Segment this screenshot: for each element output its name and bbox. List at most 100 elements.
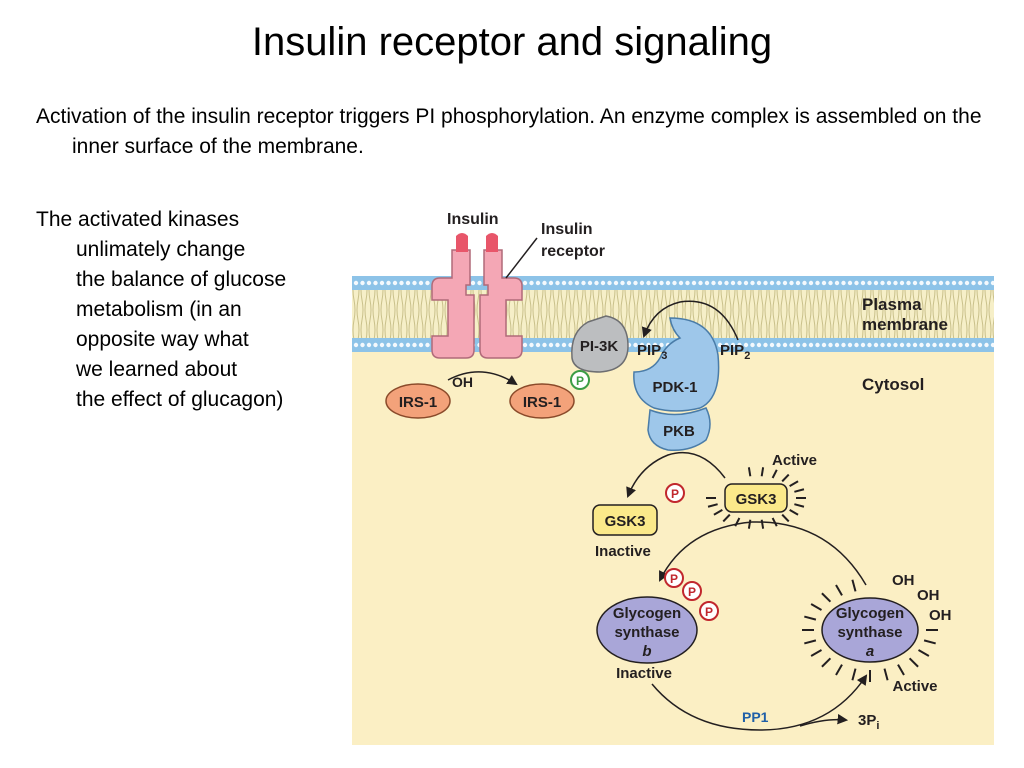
membrane-dot — [756, 342, 762, 348]
irs1-label-left: IRS-1 — [399, 394, 437, 411]
membrane-dot — [951, 280, 957, 286]
insulin-receptor-shape — [431, 233, 523, 359]
membrane-dot — [685, 280, 690, 286]
membrane-dot — [412, 280, 417, 286]
gsk3-inactive-box — [592, 504, 658, 536]
membrane-dot — [925, 342, 931, 348]
membrane-dot — [743, 280, 749, 286]
membrane-dot — [802, 280, 807, 286]
membrane-dot — [535, 280, 541, 286]
activity-ray — [781, 473, 790, 483]
gs-oh-1: OH — [892, 572, 915, 589]
membrane-dot — [808, 280, 814, 286]
glycogen-synthase-b — [596, 596, 698, 664]
activity-ray — [771, 517, 778, 527]
membrane-dot — [652, 342, 658, 348]
glycogen-synthase-a-form: a — [866, 643, 874, 660]
membrane-dot — [945, 342, 950, 348]
membrane-dot — [730, 280, 736, 286]
membrane-dot — [841, 280, 846, 286]
membrane-dot — [802, 342, 807, 348]
membrane-dot — [977, 280, 983, 286]
activity-ray — [883, 668, 889, 681]
membrane-dot — [945, 280, 950, 286]
membrane-dot — [893, 280, 898, 286]
membrane-dot — [938, 280, 944, 286]
membrane-dot — [659, 280, 664, 286]
membrane-dot — [633, 280, 638, 286]
membrane-dot — [964, 280, 970, 286]
membrane-dot — [639, 280, 645, 286]
membrane-dot — [925, 280, 931, 286]
membrane-dot — [360, 280, 365, 286]
side-line-4: opposite way what — [76, 328, 249, 351]
glycogen-synthase-a-label-2: synthase — [837, 624, 902, 641]
membrane-dot — [529, 280, 534, 286]
membrane-dot — [847, 280, 853, 286]
glycogen-synthase-b-form: b — [642, 643, 651, 660]
membrane-dot — [932, 280, 937, 286]
membrane-dot — [919, 280, 924, 286]
membrane-dot — [587, 280, 593, 286]
membrane-dot — [906, 342, 911, 348]
membrane-dot — [405, 280, 411, 286]
pkb-shape — [647, 407, 711, 452]
membrane-dot — [613, 280, 619, 286]
activity-ray — [908, 657, 919, 668]
gsk3-to-glycogen-synthase-arrow — [659, 521, 867, 586]
membrane-dot — [581, 280, 586, 286]
membrane-dot — [964, 342, 970, 348]
membrane-dot — [386, 342, 391, 348]
membrane-dot — [867, 280, 872, 286]
membrane-dot — [854, 342, 859, 348]
membrane-dot — [672, 280, 677, 286]
membrane-dot — [860, 342, 866, 348]
irs1-unphosphorylated — [385, 383, 451, 419]
membrane-dot — [379, 342, 385, 348]
membrane-dot — [418, 280, 424, 286]
gs-phosphate-3-label: P — [705, 605, 713, 619]
membrane-dot — [821, 342, 827, 348]
gs-phosphate-2-label: P — [688, 585, 696, 599]
membrane-dot — [360, 342, 365, 348]
gsk3-active-box — [724, 483, 788, 513]
glycogen-synthase-a-label-1: Glycogen — [836, 605, 904, 622]
cytosol-label: Cytosol — [862, 375, 924, 394]
plasma-membrane-label-1: Plasma — [862, 295, 922, 314]
membrane-dot — [626, 280, 632, 286]
activity-ray — [835, 584, 843, 596]
membrane-dot — [535, 342, 541, 348]
membrane-dot — [366, 342, 372, 348]
membrane-dot — [568, 280, 573, 286]
insulin-receptor-label-1: Insulin — [541, 221, 593, 238]
membrane-dot — [795, 280, 801, 286]
activity-ray — [810, 649, 823, 657]
glycogen-synthase-a-state: Active — [892, 678, 937, 695]
irs1-phosphate-label: P — [576, 374, 584, 388]
membrane-dot — [633, 342, 638, 348]
membrane-dot — [769, 280, 775, 286]
activity-ray — [722, 513, 731, 523]
gsk3-inactive-state: Inactive — [595, 543, 651, 560]
membrane-dot — [678, 280, 684, 286]
activity-ray — [747, 519, 752, 529]
membrane-dot — [776, 280, 781, 286]
membrane-dot — [841, 342, 846, 348]
membrane-dot — [555, 342, 560, 348]
membrane-dot — [750, 342, 755, 348]
membrane-dot — [373, 280, 378, 286]
membrane-dot — [847, 342, 853, 348]
membrane-dot — [899, 342, 905, 348]
membrane-dot — [412, 342, 417, 348]
activity-ray — [804, 615, 817, 621]
membrane-dot — [548, 280, 554, 286]
gsk3-phosphate-label: P — [671, 487, 679, 501]
activity-ray — [851, 668, 857, 681]
membrane-dot — [399, 342, 404, 348]
irs1-phosphorylation-arrow — [447, 371, 518, 386]
membrane-dot — [542, 280, 547, 286]
membrane-dot — [600, 280, 606, 286]
membrane-dot — [977, 342, 983, 348]
gs-phosphate-1-label: P — [670, 572, 678, 586]
activity-ray — [747, 467, 752, 477]
